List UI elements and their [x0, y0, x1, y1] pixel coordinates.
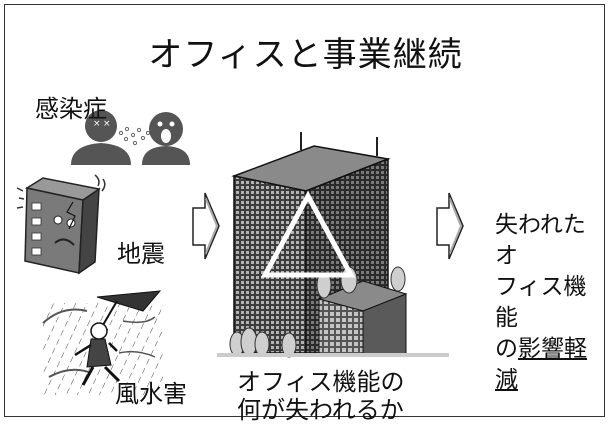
- result-text: 失われたオ フィス機能 の影響軽減: [495, 210, 604, 396]
- person-in-wind-icon: [42, 290, 163, 395]
- result-line-3: の影響軽減: [495, 334, 604, 396]
- label-storm: 風水害: [115, 380, 187, 408]
- caption-line-1: オフィス機能の: [237, 368, 405, 396]
- illustration-canvas: × ×: [16, 110, 464, 395]
- people-coughing-icon: × ×: [71, 110, 190, 165]
- label-earthquake: 地震: [117, 240, 165, 268]
- label-infection: 感染症: [35, 95, 107, 123]
- office-tower-icon: [217, 132, 449, 358]
- slide-title: オフィスと事業継続: [148, 35, 463, 75]
- result-line-1: 失われたオ: [495, 212, 586, 269]
- svg-text:×: ×: [93, 119, 101, 129]
- slide: オフィスと事業継続 × ×: [4, 4, 605, 424]
- caption-line-2: 何が失われるか: [237, 396, 404, 424]
- input-arrow: [192, 192, 220, 260]
- result-prefix: の: [495, 336, 518, 362]
- tower-caption: オフィス機能の 何が失われるか: [237, 368, 405, 424]
- output-arrow: [436, 192, 464, 260]
- result-line-2: フィス機能: [495, 274, 587, 331]
- cracked-building-icon: [16, 174, 106, 275]
- warning-triangle-icon: [260, 190, 356, 278]
- svg-text:×: ×: [103, 119, 111, 129]
- result-underlined: 影響軽減: [495, 336, 587, 393]
